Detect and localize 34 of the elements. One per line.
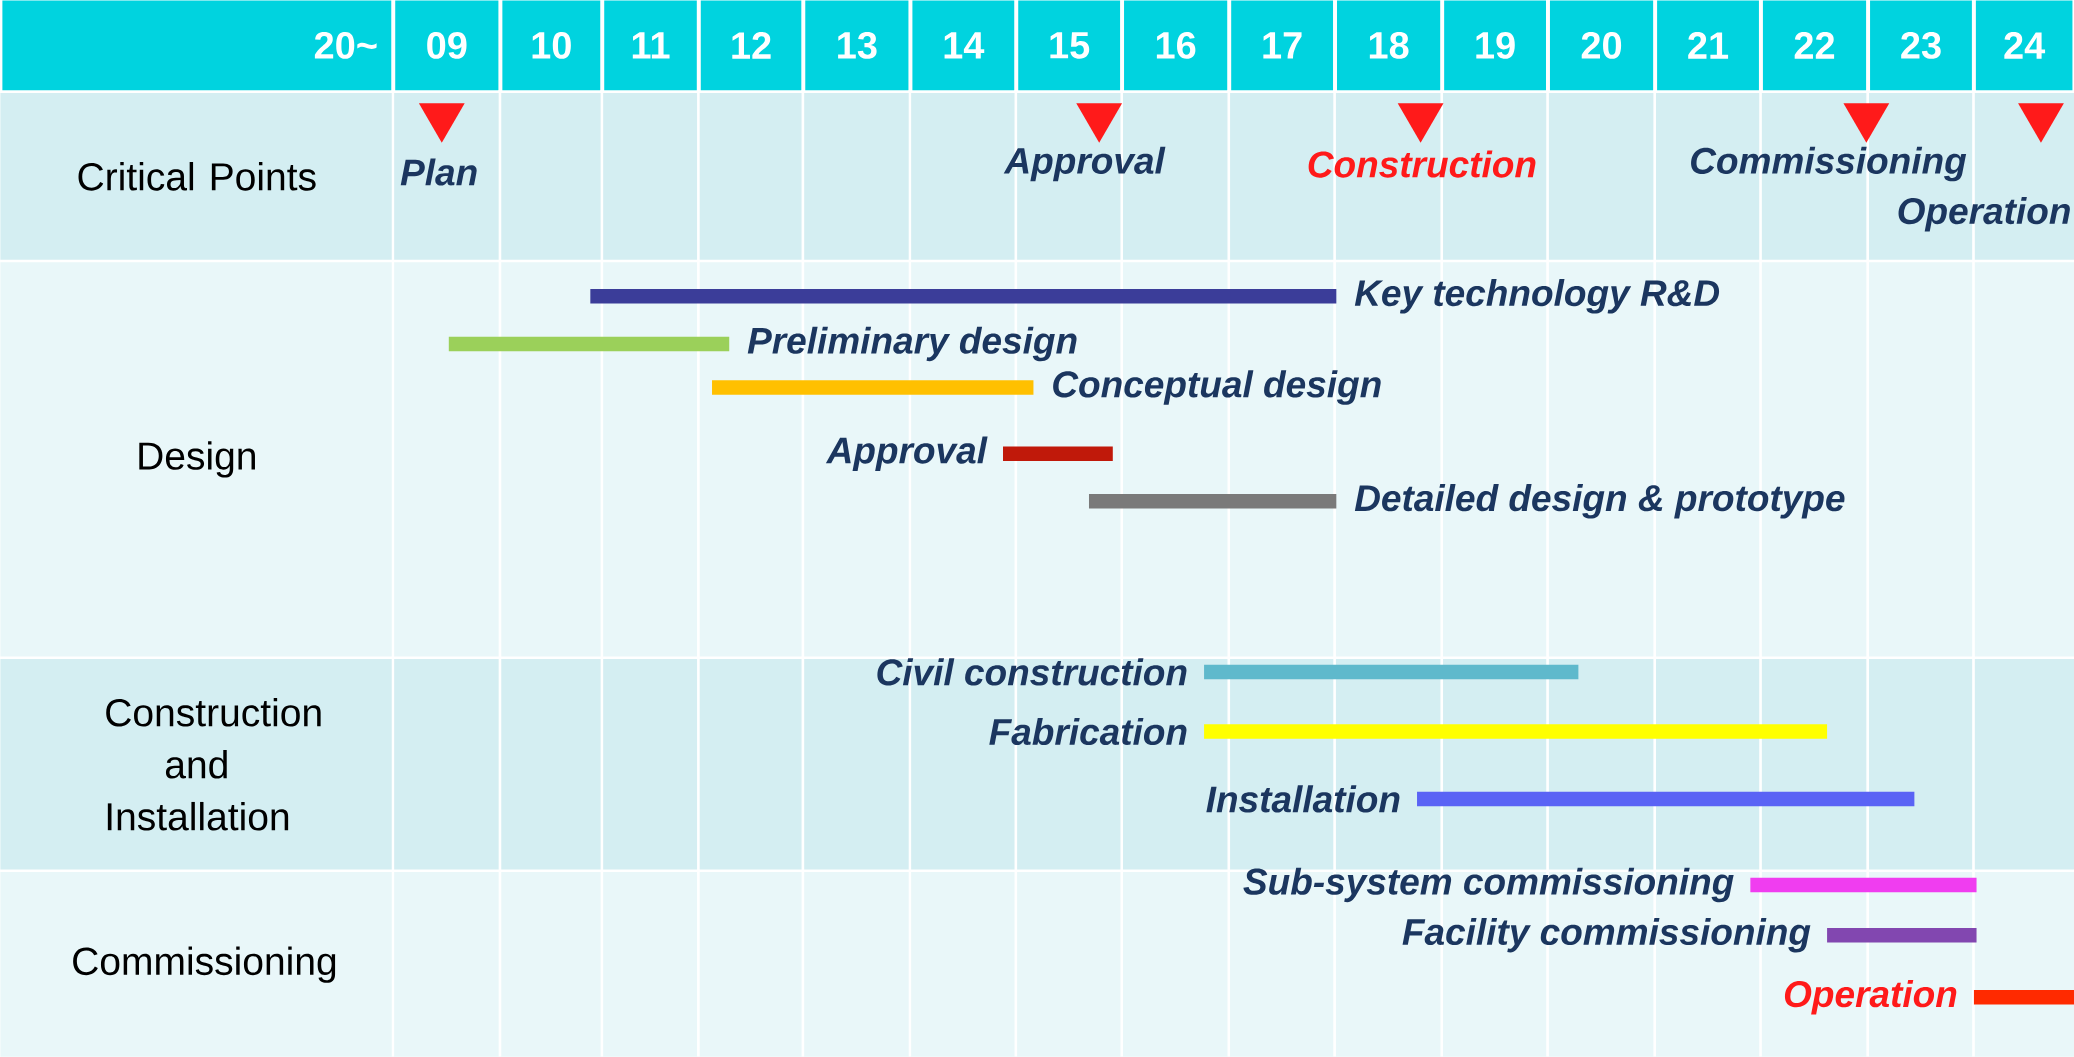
header-cell: 11 <box>604 0 697 91</box>
header-cell: 15 <box>1018 0 1121 91</box>
task-label: Preliminary design <box>747 326 1077 362</box>
header-cell: 09 <box>395 0 499 91</box>
header-cell: 20 <box>1549 0 1654 91</box>
header-cell: 24 <box>1975 0 2073 91</box>
milestone-label: Construction <box>1308 150 1536 178</box>
task-label: Fabrication <box>989 717 1187 746</box>
header-cell: 13 <box>805 0 909 91</box>
task-label: Facility commissioning <box>1402 918 1811 953</box>
task-label: Sub-system commissioning <box>1243 867 1734 903</box>
header-cell: 21 <box>1657 0 1759 91</box>
header-cell: 20~ <box>2 0 392 91</box>
header-cell: 19 <box>1444 0 1546 91</box>
task-label: Conceptual design <box>1053 370 1381 405</box>
header-cell: 22 <box>1762 0 1867 91</box>
header-cell: 12 <box>700 0 802 91</box>
header-cell: 10 <box>502 0 601 91</box>
task-label: Approval <box>825 436 988 471</box>
header-cell: 17 <box>1231 0 1334 91</box>
task-label: Detailed design & prototype <box>1354 484 1845 519</box>
milestone-label: Approval <box>1003 146 1166 182</box>
task-label: Installation <box>1206 785 1400 813</box>
milestone-label: Operation <box>1898 197 2070 232</box>
task-label: Key technology R&D <box>1354 279 1720 314</box>
header-cell: 18 <box>1337 0 1441 91</box>
header-cell: 23 <box>1870 0 1972 91</box>
node-label: Commissioning <box>73 946 336 983</box>
task-label: Civil construction <box>877 658 1187 686</box>
header-cell: 14 <box>912 0 1015 91</box>
header-cell: 16 <box>1124 0 1228 91</box>
milestone-label: Commissioning <box>1691 146 1967 182</box>
task-label: Operation <box>1784 980 1957 1015</box>
milestone-label: Plan <box>400 158 477 186</box>
